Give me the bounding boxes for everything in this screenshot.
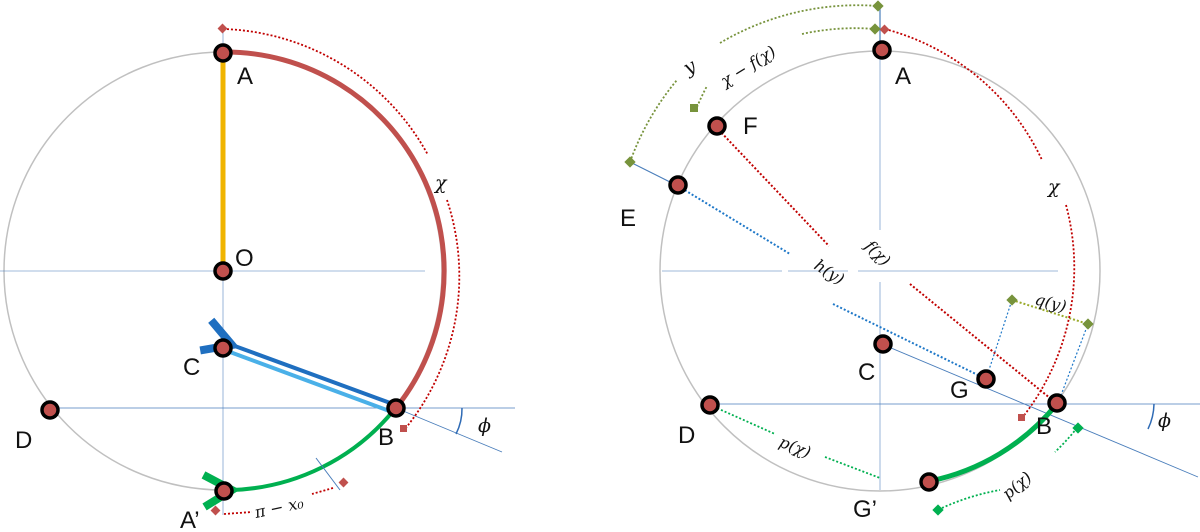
left-chi-start-marker <box>217 23 228 34</box>
right-f-chi-label: f(χ) <box>860 236 894 270</box>
right-y-end-marker <box>872 0 884 12</box>
left-label-a: A <box>237 63 253 90</box>
right-chi-label: χ <box>1046 176 1061 198</box>
right-chi-end-marker <box>1018 414 1025 421</box>
left-pi-x0-label: π − x₀ <box>252 493 306 522</box>
right-p-dotted-left-lower <box>824 456 881 479</box>
left-pi-x0-dotted-left <box>223 511 253 515</box>
right-p-dotted-left-upper <box>709 404 776 435</box>
right-label-f: F <box>743 113 758 140</box>
right-y-dotted-arc-top <box>719 4 879 44</box>
left-point-o <box>213 261 233 281</box>
right-line-cb <box>883 344 1199 478</box>
right-q-perp-left <box>985 299 1013 380</box>
right-green-arc-bg2 <box>929 403 1058 484</box>
left-point-a <box>213 43 233 63</box>
right-chi-dotted-arc-top <box>884 28 1043 161</box>
left-tangent-line <box>395 407 503 453</box>
left-chi-dotted-arc-top <box>222 28 429 156</box>
left-point-a-prime <box>214 481 234 501</box>
left-pi-x0-end-marker <box>338 477 349 488</box>
right-point-c <box>873 334 893 354</box>
left-label-a-prime: A’ <box>180 507 200 532</box>
right-chi-f-start-marker <box>690 104 698 112</box>
right-label-b: B <box>1036 413 1052 440</box>
left-point-b <box>386 398 406 418</box>
right-p-dotted-right-lower <box>941 489 1001 509</box>
right-label-g: G <box>950 377 969 404</box>
left-pi-x0-start-marker <box>210 505 221 516</box>
right-f-dotted-upper <box>715 126 830 247</box>
right-point-f <box>707 116 727 136</box>
right-point-g <box>976 369 996 389</box>
right-label-d: D <box>678 422 695 449</box>
right-f-dotted-lower <box>909 283 1057 404</box>
right-q-dotted <box>1011 299 1089 325</box>
left-chi-dotted-arc-bottom <box>404 199 461 430</box>
right-p-chi-left-label: p(χ) <box>777 432 814 462</box>
left-light-blue-vector <box>229 350 393 414</box>
left-label-b: B <box>378 424 394 451</box>
left-chi-end-marker <box>400 425 407 432</box>
right-q-perp-right <box>1057 323 1089 404</box>
left-point-c <box>213 338 233 358</box>
right-p-chi-right-label: p(χ) <box>998 468 1035 503</box>
right-p-dotted-right-upper <box>1054 427 1078 453</box>
right-chi-start-marker <box>879 24 890 35</box>
right-point-d <box>700 395 720 415</box>
right-chi-f-end-marker <box>869 23 881 35</box>
right-chi-f-dotted-arc-bottom <box>696 85 708 108</box>
right-point-b <box>1047 393 1067 413</box>
left-arc-chi <box>222 49 447 410</box>
left-label-c: C <box>183 354 200 381</box>
right-q-marker-left <box>1006 294 1018 306</box>
left-chi-label: χ <box>433 172 448 194</box>
right-y-dotted-arc-bottom <box>629 79 678 163</box>
right-label-e: E <box>620 205 636 232</box>
right-p-end-marker <box>1072 422 1084 434</box>
left-phi-arc <box>455 407 463 435</box>
left-figure: ϕ χ π − x₀ A O C D B <box>0 23 515 532</box>
left-label-d: D <box>15 427 32 454</box>
right-h-y-label: h(y) <box>811 255 848 288</box>
right-y-label: y <box>679 55 700 80</box>
right-phi-arc <box>1147 403 1155 430</box>
right-figure: ϕ h(y) f(χ) q(y) χ y <box>620 0 1200 523</box>
right-h-dotted-lower <box>832 303 987 380</box>
right-phi-label: ϕ <box>1158 410 1171 432</box>
left-blue-arrow-bc <box>232 345 394 406</box>
right-point-e <box>668 175 688 195</box>
right-label-c: C <box>858 359 875 386</box>
right-chi-dotted-arc-bottom <box>1021 204 1076 419</box>
right-q-y-label: q(y) <box>1033 290 1069 317</box>
left-arc-tick <box>315 457 341 491</box>
left-label-o: O <box>235 245 254 272</box>
right-point-a <box>872 40 892 60</box>
left-phi-label: ϕ <box>478 415 491 437</box>
right-label-a: A <box>895 63 911 90</box>
right-y-start-marker <box>624 156 636 168</box>
right-chi-f-dotted-arc-top <box>801 27 876 35</box>
left-green-arc-ba2 <box>232 408 396 490</box>
right-q-marker-right <box>1082 318 1094 330</box>
left-point-d <box>40 400 60 420</box>
right-h-dotted-upper <box>677 185 791 255</box>
left-pi-x0-dotted-right <box>311 487 334 495</box>
right-point-g-prime <box>919 472 939 492</box>
right-chi-minus-f-label: χ − f(χ) <box>716 42 779 91</box>
right-p-start-marker <box>932 504 944 516</box>
right-label-g-prime: G’ <box>853 496 877 523</box>
